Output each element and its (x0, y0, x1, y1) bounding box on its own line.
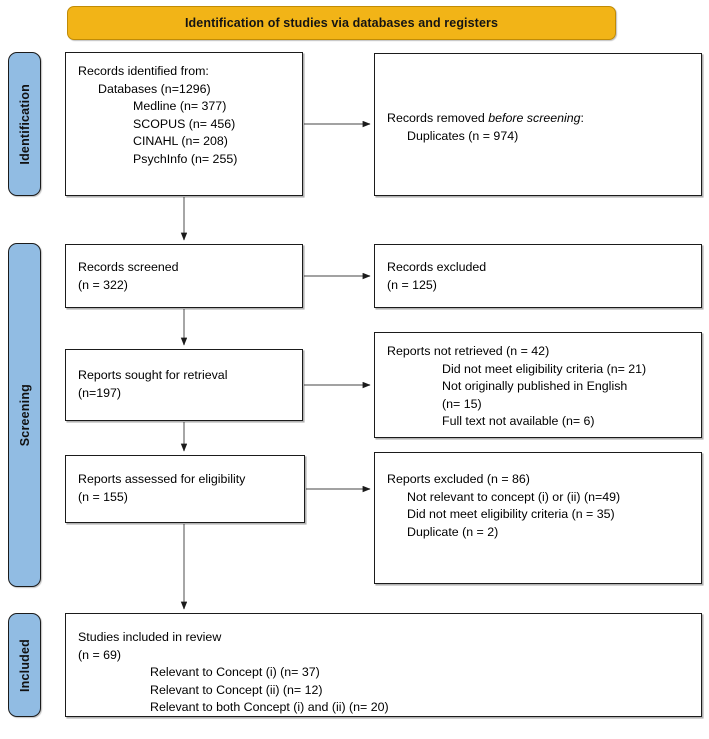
text-line: Reports not retrieved (n = 42) (387, 344, 550, 358)
text-line: Reports excluded (n = 86) (387, 472, 530, 486)
box-records-excluded-text: Records excluded (n = 125) (387, 259, 693, 294)
text-line: Relevant to both Concept (i) and (ii) (n… (150, 700, 389, 714)
box-records-removed-text: Records removed before screening: Duplic… (387, 110, 693, 145)
text-part: : (580, 111, 584, 125)
box-records-screened-text: Records screened (n = 322) (78, 259, 294, 294)
text-line: Relevant to Concept (i) (n= 37) (150, 665, 320, 679)
text-line: Relevant to Concept (ii) (n= 12) (150, 682, 323, 697)
text-line: Studies included in review (78, 630, 222, 644)
text-line: SCOPUS (n= 456) (133, 116, 236, 131)
text-line: Duplicate (n = 2) (407, 524, 499, 539)
text-line: Reports sought for retrieval (78, 368, 228, 382)
box-reports-excluded-text: Reports excluded (n = 86) Not relevant t… (387, 471, 693, 541)
text-line: Not originally published in English (442, 379, 628, 393)
text-line: CINAHL (n= 208) (133, 134, 228, 148)
text-line: (n= 15) (442, 396, 482, 411)
text-line: Did not meet eligibility criteria (n = 3… (407, 507, 615, 521)
box-records-screened: Records screened (n = 322) (65, 244, 303, 308)
text-line: Records screened (78, 260, 179, 274)
stage-label-screening-text: Screening (17, 383, 32, 447)
text-line: (n = 125) (387, 277, 437, 292)
stage-label-included: Included (8, 613, 41, 717)
text-line: (n = 155) (78, 489, 128, 504)
box-records-excluded: Records excluded (n = 125) (374, 244, 702, 308)
diagram-header-banner: Identification of studies via databases … (67, 6, 616, 40)
text-line: Did not meet eligibility criteria (n= 21… (442, 361, 647, 376)
text-line: Records identified from: (78, 64, 209, 78)
text-line: Records excluded (387, 260, 487, 274)
box-records-removed: Records removed before screening: Duplic… (374, 53, 702, 196)
text-line: Duplicates (n = 974) (407, 128, 519, 143)
text-line: Databases (n=1296) (98, 81, 211, 96)
text-line: (n = 69) (78, 647, 122, 662)
text-line: (n = 322) (78, 277, 128, 292)
text-part-italic: before screening (488, 111, 581, 125)
box-reports-not-retrieved-text: Reports not retrieved (n = 42) Did not m… (387, 343, 693, 431)
text-part: Records removed (387, 111, 489, 125)
box-studies-included-text: Studies included in review (n = 69) Rele… (78, 629, 693, 717)
text-line: Not relevant to concept (i) or (ii) (n=4… (407, 489, 621, 504)
box-reports-not-retrieved: Reports not retrieved (n = 42) Did not m… (374, 332, 702, 438)
box-reports-sought: Reports sought for retrieval (n=197) (65, 349, 303, 421)
box-records-identified-text: Records identified from: Databases (n=12… (78, 63, 294, 168)
stage-label-identification: Identification (8, 52, 41, 196)
diagram-title: Identification of studies via databases … (184, 16, 499, 30)
box-studies-included: Studies included in review (n = 69) Rele… (65, 613, 702, 717)
box-reports-sought-text: Reports sought for retrieval (n=197) (78, 367, 294, 402)
text-line: (n=197) (78, 385, 122, 400)
stage-label-identification-text: Identification (17, 83, 32, 165)
stage-label-included-text: Included (17, 638, 32, 692)
text-line: PsychInfo (n= 255) (133, 151, 238, 166)
text-line: Reports assessed for eligibility (78, 472, 246, 486)
box-records-identified: Records identified from: Databases (n=12… (65, 52, 303, 196)
box-reports-assessed: Reports assessed for eligibility (n = 15… (65, 455, 305, 523)
box-reports-excluded: Reports excluded (n = 86) Not relevant t… (374, 452, 702, 584)
box-reports-assessed-text: Reports assessed for eligibility (n = 15… (78, 471, 296, 506)
stage-label-screening: Screening (8, 243, 41, 587)
text-line: Full text not available (n= 6) (442, 414, 595, 428)
text-line: Records removed before screening: (387, 110, 693, 128)
text-line: Medline (n= 377) (133, 99, 227, 113)
